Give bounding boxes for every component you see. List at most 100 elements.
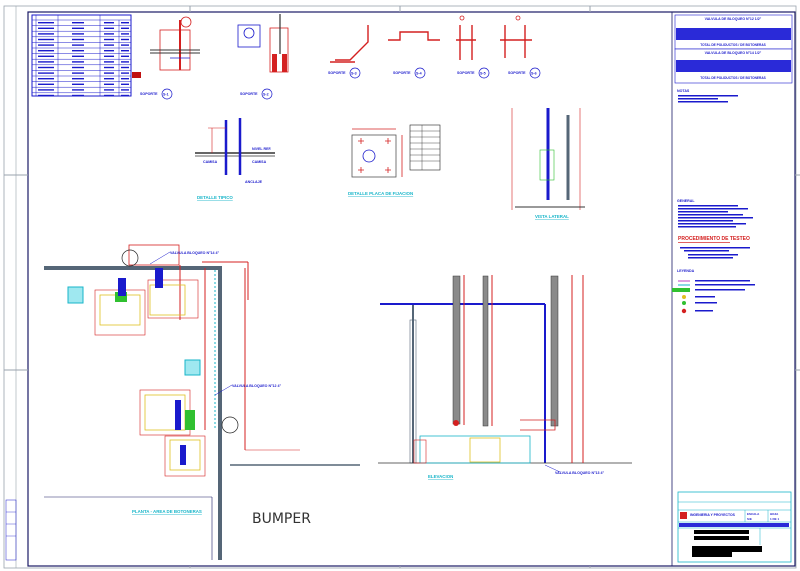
table-cell-text xyxy=(121,83,129,85)
table-cell-text xyxy=(121,27,129,29)
table-cell-text xyxy=(104,94,114,97)
legend-heading: LEYENDA xyxy=(677,269,695,273)
support-label: SOPORTE xyxy=(457,71,475,75)
support-label: SOPORTE xyxy=(240,92,258,96)
table-cell-text xyxy=(121,38,129,41)
support-s1-detail xyxy=(150,16,200,71)
table-cell-text xyxy=(38,61,54,63)
table-cell-text xyxy=(104,78,114,80)
spec-table xyxy=(31,14,141,97)
support-s3-to-s6-details xyxy=(330,15,532,63)
notes-panel: VALVULA DE BLOQUEO N°12 1/2" TOTAL DE PO… xyxy=(672,14,793,314)
table-cell-text xyxy=(104,66,114,69)
side-view-detail: VISTA LATERAL xyxy=(511,108,585,219)
table-cell-text xyxy=(38,27,54,29)
support-label: SOPORTE xyxy=(328,71,346,75)
table-cell-text xyxy=(121,50,129,52)
table-cell-text xyxy=(72,83,84,85)
valve-table-footer: TOTAL DE POLIDUCTOS / DE BOTONERAS xyxy=(700,43,766,47)
table-cell-text xyxy=(72,94,84,97)
table-cell-text xyxy=(38,50,54,52)
title-block: INGENIERIA Y PROYECTOS ESCALA S/E HOJA 1… xyxy=(677,491,792,563)
callout-label: CAMISA xyxy=(203,160,218,164)
table-cell-text xyxy=(104,83,114,85)
table-cell-text xyxy=(121,33,129,35)
detail-title: VISTA LATERAL xyxy=(535,214,569,219)
table-cell-text xyxy=(72,33,84,35)
table-cell-text xyxy=(38,33,54,35)
table-cell-text xyxy=(72,22,84,24)
table-cell-text xyxy=(121,89,129,91)
support-s2-detail xyxy=(237,14,289,73)
callout-valve-12: VALVULA BLOQUEO N°12 4" xyxy=(232,384,281,388)
table-cell-text xyxy=(104,61,114,63)
callout-label: CAMISA xyxy=(252,160,267,164)
table-cell-text xyxy=(104,27,114,29)
table-cell-text xyxy=(104,89,114,91)
table-cell-text xyxy=(121,66,129,69)
table-cell-text xyxy=(38,72,54,74)
table-cell-text xyxy=(38,44,54,46)
callout-valve-14: VALVULA BLOQUEO N°14 4" xyxy=(170,251,219,255)
table-cell-text xyxy=(38,78,54,80)
support-labels: SOPORTE S-1 SOPORTE S-2 SOPORTE S-3 SOPO… xyxy=(140,67,541,100)
elevation-view: VALVULA BLOQUEO N°13 4" ELEVACION xyxy=(378,275,632,479)
table-cell-text xyxy=(38,38,54,41)
table-cell-text xyxy=(38,94,54,97)
table-cell-text xyxy=(72,38,84,41)
support-label: SOPORTE xyxy=(140,92,158,96)
sheet-label: HOJA xyxy=(770,512,779,516)
sheet-frame xyxy=(3,5,800,569)
general-heading: GENERAL xyxy=(677,199,695,203)
table-cell-text xyxy=(72,89,84,91)
legend-symbols xyxy=(672,280,755,314)
table-cell-text xyxy=(121,44,129,46)
typical-detail: NIVEL REF. CAMISA CAMISA ANCLAJE DETALLE… xyxy=(195,118,275,200)
table-cell-text xyxy=(121,94,129,97)
support-id: S-1 xyxy=(163,93,169,97)
table-cell-text xyxy=(72,72,84,74)
table-cell-text xyxy=(38,66,54,69)
table-cell-text xyxy=(72,44,84,46)
callout-label: NIVEL REF. xyxy=(252,147,272,151)
table-cell-text xyxy=(104,50,114,52)
support-label: SOPORTE xyxy=(393,71,411,75)
table-cell-text xyxy=(38,22,54,24)
detail-title: ELEVACION xyxy=(428,474,453,479)
notes-heading: NOTAS xyxy=(677,89,690,93)
table-cell-text xyxy=(104,38,114,41)
table-cell-text xyxy=(72,78,84,80)
procedure-heading: PROCEDIMIENTO DE TESTEO xyxy=(678,236,750,242)
support-label: SOPORTE xyxy=(508,71,526,75)
support-id: S-6 xyxy=(531,72,537,76)
table-cell-text xyxy=(104,72,114,74)
callout-label: ANCLAJE xyxy=(245,180,263,184)
table-cell-text xyxy=(72,55,84,57)
plan-view: VALVULA BLOQUEO N°14 4" VALVULA BLOQUEO … xyxy=(44,244,360,560)
table-cell-text xyxy=(121,22,129,24)
table-cell-text xyxy=(104,44,114,46)
table-cell-text xyxy=(121,78,129,80)
table-cell-text xyxy=(121,61,129,63)
callout-valve-13: VALVULA BLOQUEO N°13 4" xyxy=(555,471,604,475)
valve-table-title: VALVULA DE BLOQUEO N°12 1/2" xyxy=(705,17,762,21)
table-cell-text xyxy=(121,55,129,57)
table-cell-text xyxy=(38,83,54,85)
support-id: S-5 xyxy=(480,72,486,76)
support-id: S-3 xyxy=(351,72,357,76)
scale-value: S/E xyxy=(747,517,752,521)
detail-title: DETALLE TIPICO xyxy=(197,195,233,200)
valve-table-title: VALVULA DE BLOQUEO N°14 1/2" xyxy=(705,51,762,55)
detail-title: DETALLE PLACA DE FIJACION xyxy=(348,191,413,196)
support-id: S-4 xyxy=(416,72,422,76)
table-cell-text xyxy=(38,55,54,57)
valve-table-footer: TOTAL DE POLIDUCTOS / DE BOTONERAS xyxy=(700,76,766,80)
bumper-label: BUMPER xyxy=(252,511,311,527)
scale-label: ESCALA xyxy=(747,512,760,516)
support-id: S-2 xyxy=(263,93,269,97)
sheet-value: 1 DE 1 xyxy=(770,517,780,521)
table-cell-text xyxy=(72,61,84,63)
table-cell-text xyxy=(104,22,114,24)
detail-title: PLANTA - AREA DE BOTONERAS xyxy=(132,509,202,514)
